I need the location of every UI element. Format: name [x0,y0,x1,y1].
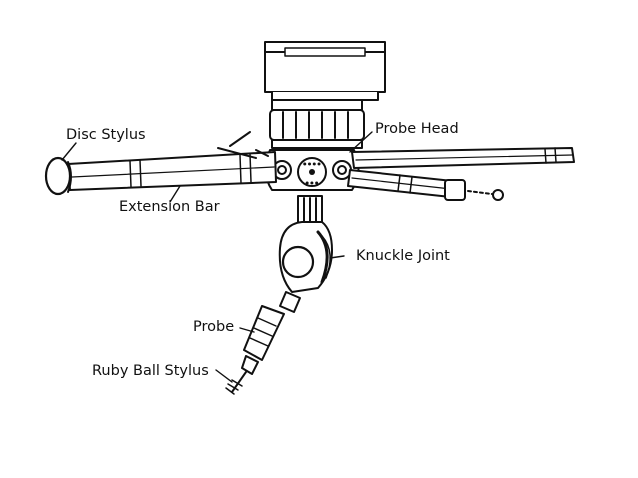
label-probe: Probe [193,319,235,335]
extension-bar-right-long [351,147,575,169]
label-knuckle-joint: Knuckle Joint [356,248,450,264]
extension-bar-right-short [347,169,504,201]
side-stylus [217,131,269,159]
leader-lines [61,131,373,383]
mount-block [264,41,386,101]
leader-ruby-ball-stylus [215,369,233,383]
svg-text:● ● ● ●: ● ● ● ● [303,161,321,166]
label-disc-stylus: Disc Stylus [66,127,146,143]
knuckle-joint [278,221,333,293]
ruby-ball-stylus [225,371,247,395]
probe-body [241,291,301,375]
label-probe-head: Probe Head [375,121,459,137]
leader-probe-head [349,131,373,153]
leader-disc-stylus [61,142,77,161]
disc-stylus-tip [44,156,72,196]
leader-extension-bar [169,185,181,203]
leader-knuckle-joint [329,255,345,259]
leader-probe [239,327,255,333]
svg-text:● ● ●: ● ● ● [305,180,319,185]
label-ruby-ball-stylus: Ruby Ball Stylus [92,363,209,379]
label-extension-bar: Extension Bar [119,199,220,215]
extension-bar-left [67,151,277,191]
probe-head-collar [269,99,365,149]
probe-head-hub: ● ● ● ● ● ● ● [264,149,360,191]
